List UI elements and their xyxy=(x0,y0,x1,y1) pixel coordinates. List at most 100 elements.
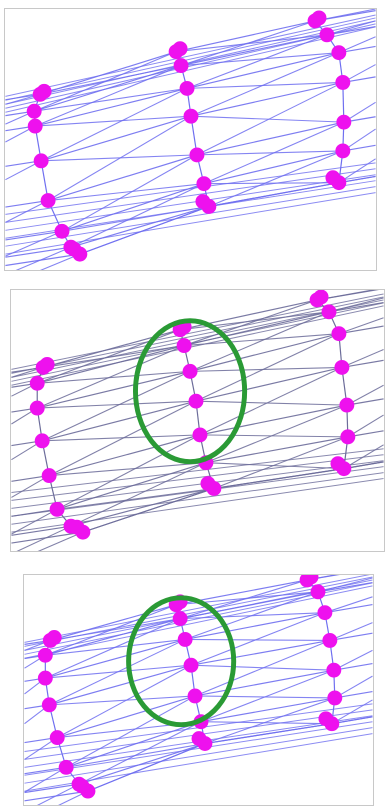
mesh-node xyxy=(183,657,199,673)
mesh-diagonal xyxy=(41,370,191,442)
mesh-panel-middle xyxy=(10,289,385,552)
mesh-node xyxy=(37,647,53,663)
mesh-edge-right xyxy=(324,596,373,614)
mesh-sheet-line xyxy=(5,20,376,105)
mesh-edge-left xyxy=(16,525,72,551)
mesh-diagonal xyxy=(57,487,214,510)
mesh-diagonal xyxy=(34,65,182,127)
mesh-sheet-line xyxy=(5,17,376,101)
highlight-ellipse xyxy=(126,595,237,728)
mesh-node xyxy=(172,41,188,57)
mesh-node xyxy=(340,429,356,445)
mesh-diagonal xyxy=(195,400,347,406)
mesh-diagonal xyxy=(196,81,344,156)
mesh-node xyxy=(331,45,347,61)
mesh-diagonal xyxy=(79,205,210,255)
mesh-node xyxy=(189,147,205,163)
mesh-diagonal xyxy=(35,115,192,127)
mesh-edge-right xyxy=(331,699,373,725)
mesh-lines xyxy=(11,290,384,551)
mesh-node xyxy=(339,397,355,413)
mesh-node xyxy=(173,58,189,74)
mesh-diagonal xyxy=(70,462,207,527)
mesh-node xyxy=(321,304,337,320)
mesh-node xyxy=(33,153,49,169)
mesh-node xyxy=(74,778,90,794)
mesh-diagonal xyxy=(56,434,201,510)
mesh-diagonal xyxy=(56,664,192,739)
mesh-diagonal xyxy=(41,154,197,162)
mesh-figure-middle xyxy=(11,290,384,551)
mesh-node xyxy=(177,632,193,647)
mesh-node xyxy=(29,375,45,391)
mesh-sheet-line xyxy=(11,454,384,501)
mesh-diagonal xyxy=(189,311,330,372)
mesh-edge-left xyxy=(11,508,58,535)
mesh-sheet-line xyxy=(5,26,376,113)
mesh-panel-bottom xyxy=(23,574,374,806)
mesh-node xyxy=(172,611,188,627)
mesh-nodes xyxy=(29,290,356,540)
mesh-node xyxy=(36,83,52,99)
mesh-node xyxy=(41,697,57,713)
mesh-node xyxy=(39,356,55,372)
mesh-sheet-line xyxy=(5,23,376,109)
mesh-diagonal xyxy=(45,604,177,656)
mesh-diagonal xyxy=(187,81,343,89)
mesh-diagonal xyxy=(48,183,204,202)
mesh-edge-left xyxy=(37,531,84,551)
mesh-edge-right xyxy=(338,317,384,335)
mesh-node xyxy=(192,427,208,443)
mesh-edge-left xyxy=(58,790,89,805)
mesh-node xyxy=(322,632,338,648)
highlight-ellipse xyxy=(132,318,248,465)
mesh-diagonal xyxy=(203,121,345,185)
mesh-diagonal xyxy=(200,669,335,723)
mesh-node xyxy=(200,476,216,491)
mesh-diagonal xyxy=(199,434,348,438)
mesh-diagonal xyxy=(205,404,348,464)
mesh-node xyxy=(196,176,212,192)
mesh-diagonal xyxy=(183,299,318,347)
mesh-diagonal xyxy=(49,638,186,706)
mesh-node xyxy=(46,630,62,645)
mesh-node xyxy=(335,143,351,159)
mesh-sheet-line xyxy=(11,302,384,382)
mesh-diagonal xyxy=(180,311,330,331)
mesh-figure-top xyxy=(5,9,376,270)
mesh-diagonal xyxy=(205,462,344,470)
mesh-node xyxy=(191,731,207,747)
mesh-diagonal xyxy=(195,333,340,402)
mesh-node xyxy=(310,584,326,600)
mesh-diagonal xyxy=(184,591,319,640)
mesh-node xyxy=(27,118,43,134)
mesh-diagonal xyxy=(87,743,206,792)
mesh-node xyxy=(34,433,50,449)
mesh-node xyxy=(188,393,204,409)
mesh-node xyxy=(195,194,211,209)
mesh-sheet-line xyxy=(11,293,384,370)
mesh-node xyxy=(334,359,350,375)
mesh-diagonal xyxy=(200,721,332,725)
mesh-nodes xyxy=(26,10,352,262)
mesh-diagonal xyxy=(190,366,342,372)
mesh-diagonal xyxy=(181,52,339,67)
mesh-node xyxy=(330,456,346,472)
mesh-node xyxy=(335,74,351,90)
mesh-edge-right xyxy=(341,349,384,368)
mesh-node xyxy=(311,10,327,26)
mesh-sheet-line xyxy=(5,174,376,231)
mesh-diagonal xyxy=(185,638,330,641)
mesh-node xyxy=(26,103,42,119)
mesh-node xyxy=(54,223,70,239)
mesh-diagonal xyxy=(194,639,331,697)
mesh-diagonal xyxy=(82,487,215,533)
mesh-node xyxy=(187,688,203,704)
mesh-diagonal xyxy=(196,150,343,156)
mesh-figure-bottom xyxy=(24,575,373,805)
mesh-node xyxy=(325,170,341,186)
mesh-node xyxy=(331,326,347,342)
mesh-nodes xyxy=(37,575,343,799)
mesh-sheet-line xyxy=(24,721,373,776)
mesh-sheet-line xyxy=(11,466,384,517)
